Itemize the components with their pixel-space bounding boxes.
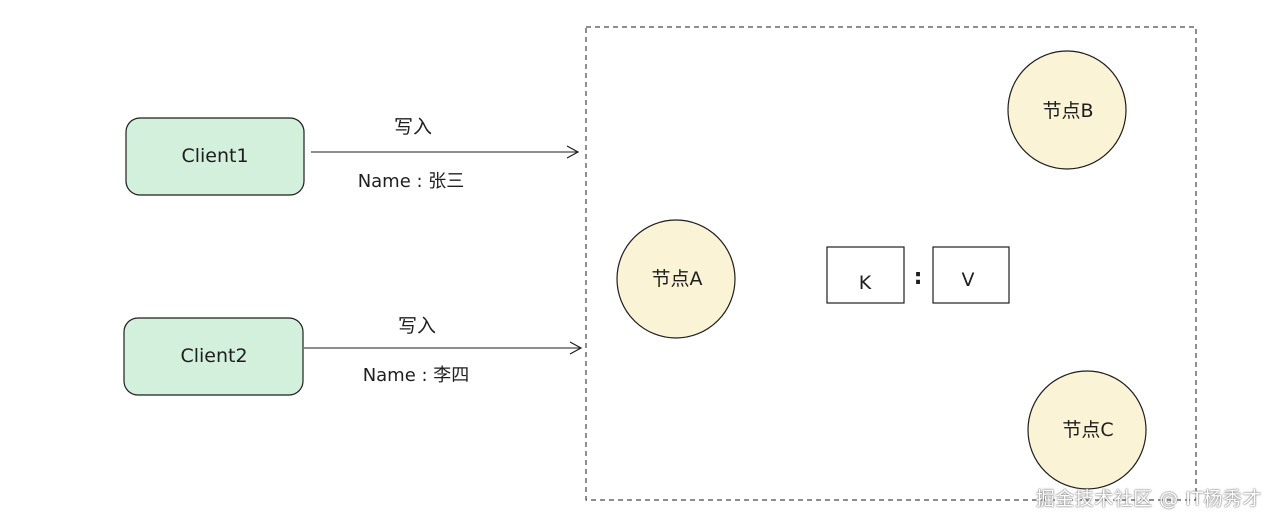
- node-b-circle: [1007, 50, 1127, 170]
- cluster-boundary: [585, 26, 1197, 501]
- value-box: [932, 246, 1010, 304]
- node-b: 节点B: [1007, 50, 1127, 170]
- node-a-label: 节点A: [652, 268, 703, 290]
- write-payload-1: Name : 张三: [358, 171, 465, 192]
- key-box: [826, 246, 905, 304]
- client1-shape: [125, 117, 305, 196]
- node-a-circle: [616, 219, 736, 339]
- node-c-circle: [1027, 370, 1147, 490]
- kv-separator: :: [914, 265, 923, 290]
- node-c: 节点C: [1027, 370, 1147, 490]
- node-b-label: 节点B: [1042, 100, 1093, 122]
- key-label: K: [859, 272, 872, 294]
- client2-shape: [123, 317, 304, 396]
- client2-box: Client2: [123, 317, 304, 396]
- write-action-2: 写入: [398, 315, 436, 337]
- node-a: 节点A: [616, 219, 736, 339]
- write-payload-2: Name : 李四: [363, 365, 470, 386]
- kv-pair: K : V: [826, 246, 1010, 304]
- node-c-label: 节点C: [1062, 419, 1113, 441]
- client1-box: Client1: [125, 117, 305, 196]
- client1-label: Client1: [181, 145, 248, 167]
- value-label: V: [962, 269, 975, 291]
- watermark: 掘金技术社区 @ IT杨秀才: [1035, 488, 1262, 510]
- write-action-1: 写入: [394, 116, 432, 138]
- client2-label: Client2: [180, 345, 247, 367]
